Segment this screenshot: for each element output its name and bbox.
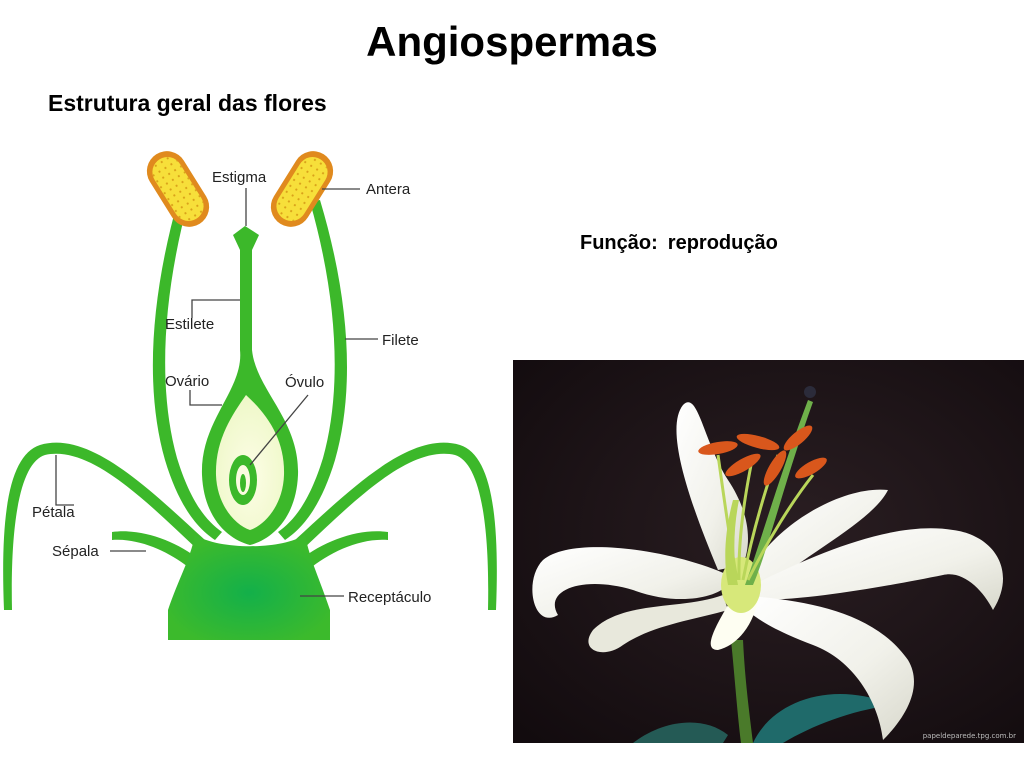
label-ovario: Ovário <box>165 373 209 390</box>
receptacle-shape <box>168 535 330 640</box>
lily-photo: papeldeparede.tpg.com.br <box>513 360 1024 743</box>
filament-shapes <box>152 200 347 540</box>
label-receptaculo: Receptáculo <box>348 589 431 606</box>
anther-shapes <box>146 151 334 227</box>
label-ovulo: Óvulo <box>285 374 324 391</box>
leader-lines <box>55 188 378 597</box>
photo-credit: papeldeparede.tpg.com.br <box>923 732 1016 740</box>
label-antera: Antera <box>366 181 411 198</box>
lily-stamens <box>698 425 827 581</box>
label-estigma: Estigma <box>212 169 267 186</box>
label-petala: Pétala <box>32 504 75 521</box>
function-line: Função: reprodução <box>580 232 788 255</box>
label-sepala: Sépala <box>52 543 99 560</box>
slide-subtitle: Estrutura geral das flores <box>48 90 327 116</box>
function-value: reprodução <box>667 232 778 254</box>
sepal-shapes <box>112 531 388 570</box>
petal-shapes <box>3 442 497 610</box>
function-label: Função: <box>580 232 658 254</box>
label-filete: Filete <box>382 332 419 349</box>
slide-title: Angiospermas <box>366 18 658 65</box>
pistil-shape <box>201 226 299 545</box>
flower-diagram: Estigma Antera Estilete Filete Ovário Óv… <box>3 151 497 640</box>
label-estilete: Estilete <box>165 316 214 333</box>
lily-petals <box>532 402 1004 740</box>
